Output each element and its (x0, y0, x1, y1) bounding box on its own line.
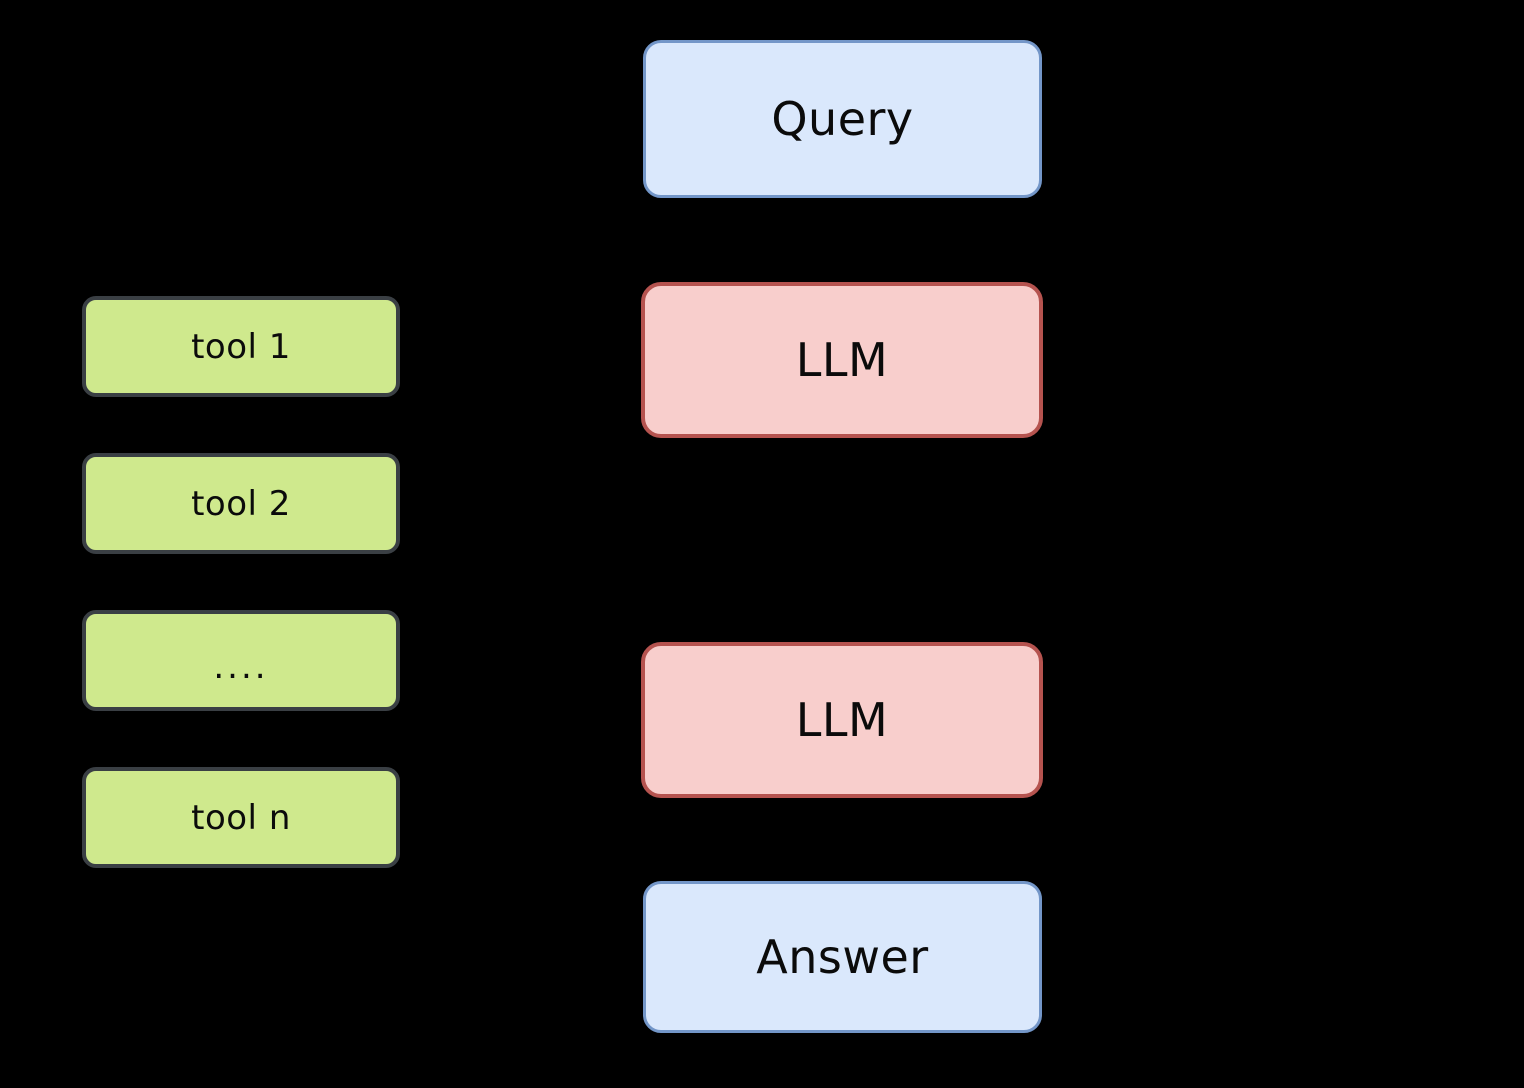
llm-node-first[interactable]: LLM (641, 282, 1043, 438)
query-node[interactable]: Query (643, 40, 1042, 198)
tool-node-ellipsis-label: .... (213, 646, 269, 687)
llm-node-second[interactable]: LLM (641, 642, 1043, 798)
answer-node-label: Answer (756, 930, 929, 984)
query-node-label: Query (771, 92, 914, 146)
tool-node-1-label: tool 1 (191, 326, 291, 367)
llm-node-second-label: LLM (795, 693, 889, 747)
tool-node-n-label: tool n (191, 797, 291, 838)
llm-node-first-label: LLM (795, 333, 889, 387)
tool-node-2[interactable]: tool 2 (82, 453, 400, 554)
tool-node-1[interactable]: tool 1 (82, 296, 400, 397)
tool-node-ellipsis[interactable]: .... (82, 610, 400, 711)
tool-node-2-label: tool 2 (191, 483, 291, 524)
tool-node-n[interactable]: tool n (82, 767, 400, 868)
answer-node[interactable]: Answer (643, 881, 1042, 1033)
